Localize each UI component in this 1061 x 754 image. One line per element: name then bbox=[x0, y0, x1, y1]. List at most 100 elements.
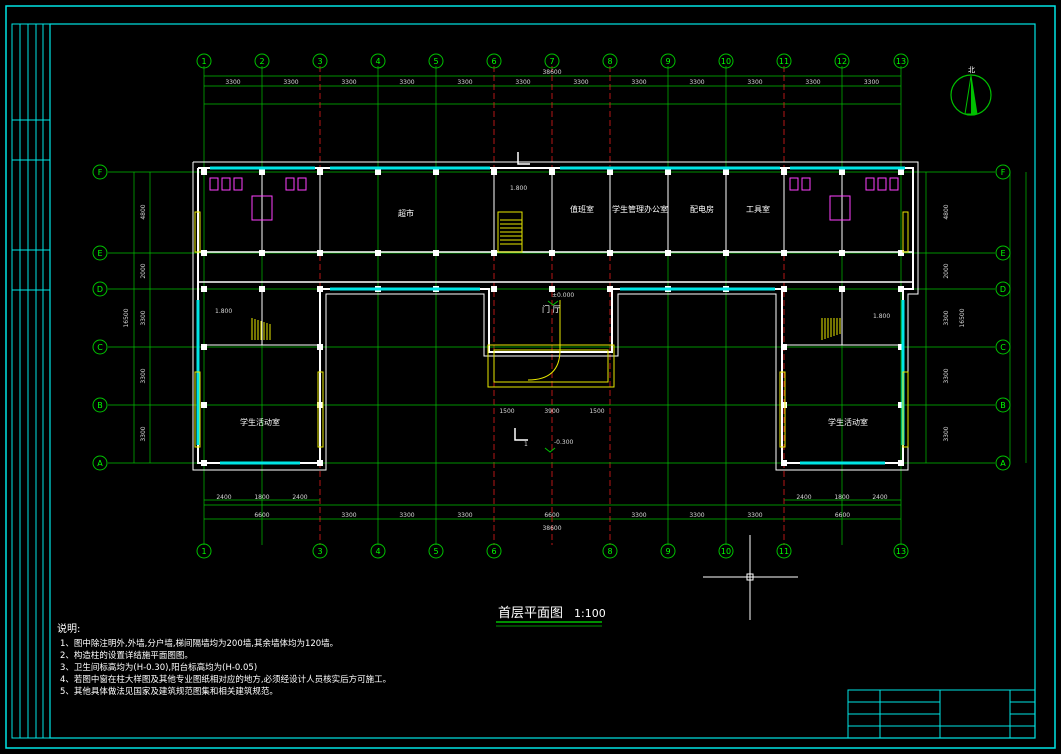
axis-bubble-bottom: 4 bbox=[370, 543, 386, 559]
dim-top-span: 3300 bbox=[573, 79, 588, 86]
column-block bbox=[433, 250, 439, 256]
axis-bubble-top: 13 bbox=[893, 53, 909, 69]
note-line: 1、图中除注明外,外墙,分户墙,梯间隔墙均为200墙,其余墙体均为120墙。 bbox=[60, 638, 338, 649]
dim-bottom-span: 3300 bbox=[399, 512, 414, 519]
dim-bottom-small: 1800 bbox=[254, 494, 269, 501]
axis-label-row: F bbox=[1001, 168, 1006, 177]
column-block bbox=[433, 169, 439, 175]
dim-total-bottom: 38600 bbox=[542, 525, 561, 532]
notes-list: 1、图中除注明外,外墙,分户墙,梯间隔墙均为200墙,其余墙体均为120墙。2、… bbox=[60, 638, 391, 697]
column-block bbox=[781, 344, 787, 350]
dim-bottom-small: 2400 bbox=[872, 494, 887, 501]
elev-outside: -0.300 bbox=[554, 439, 574, 446]
axis-label-bottom: 1 bbox=[201, 547, 206, 556]
dim-top-span: 3300 bbox=[747, 79, 762, 86]
axis-label-top: 2 bbox=[259, 57, 264, 66]
columns-and-stairs bbox=[194, 211, 909, 448]
axis-bubble-row: D bbox=[92, 281, 108, 297]
axis-label-bottom: 6 bbox=[491, 547, 496, 556]
dim-left-span: 2000 bbox=[140, 263, 147, 278]
dim-bottom-span: 3300 bbox=[341, 512, 356, 519]
axis-label-top: 5 bbox=[433, 57, 438, 66]
column-block bbox=[781, 250, 787, 256]
axis-bubble-bottom: 6 bbox=[486, 543, 502, 559]
column-block bbox=[375, 169, 381, 175]
elev-stair-left: 1.800 bbox=[215, 308, 232, 315]
dim-top-span: 3300 bbox=[457, 79, 472, 86]
dim-right-span: 2000 bbox=[943, 263, 950, 278]
dim-lobby: 1500 bbox=[499, 408, 514, 415]
axis-label-top: 8 bbox=[607, 57, 612, 66]
axis-label-row: E bbox=[1000, 249, 1005, 258]
dim-top-span: 3300 bbox=[515, 79, 530, 86]
dimension-lines bbox=[133, 75, 1027, 520]
dimension-labels: 38600 3300 3300 3300 3300 3300 3300 3300 3300 330… bbox=[123, 69, 966, 532]
column-block bbox=[549, 286, 555, 292]
binding-strip bbox=[11, 23, 51, 739]
axis-label-row: C bbox=[1000, 343, 1006, 352]
column-block bbox=[898, 169, 904, 175]
axis-bubble-bottom: 11 bbox=[776, 543, 792, 559]
axis-bubble-top: 8 bbox=[602, 53, 618, 69]
dim-bottom-small: 2400 bbox=[796, 494, 811, 501]
axis-label-top: 12 bbox=[837, 57, 847, 66]
axis-bubble-top: 9 bbox=[660, 53, 676, 69]
axis-bubble-row: D bbox=[995, 281, 1011, 297]
column-block bbox=[491, 250, 497, 256]
axis-label-bottom: 8 bbox=[607, 547, 612, 556]
dim-bottom-small: 2400 bbox=[216, 494, 231, 501]
dim-top-span: 3300 bbox=[631, 79, 646, 86]
dim-total-top: 38600 bbox=[542, 69, 561, 76]
axis-bubble-bottom: 13 bbox=[893, 543, 909, 559]
axis-label-top: 6 bbox=[491, 57, 496, 66]
section-mark-label: 1 bbox=[524, 441, 528, 448]
axis-bubble-top: 2 bbox=[254, 53, 270, 69]
axis-label-row: A bbox=[1000, 459, 1006, 468]
dim-bottom-span: 6600 bbox=[835, 512, 850, 519]
dim-left-span: 3300 bbox=[140, 310, 147, 325]
dim-top-span: 3300 bbox=[283, 79, 298, 86]
axis-label-row: F bbox=[98, 168, 103, 177]
dim-bottom-span: 6600 bbox=[544, 512, 559, 519]
dim-right-span: 3300 bbox=[943, 310, 950, 325]
room-supermarket: 超市 bbox=[398, 208, 414, 218]
room-tools: 工具室 bbox=[746, 204, 770, 214]
axis-bubble-row: E bbox=[995, 245, 1011, 261]
note-line: 4、若图中窗在柱大样图及其他专业图纸相对应的地方,必须经设计人员核实后方可施工。 bbox=[60, 674, 391, 685]
dim-bottom-small: 1800 bbox=[834, 494, 849, 501]
dim-top-span: 3300 bbox=[225, 79, 240, 86]
axis-bubble-bottom: 9 bbox=[660, 543, 676, 559]
column-block bbox=[898, 286, 904, 292]
axis-label-bottom: 3 bbox=[317, 547, 322, 556]
axis-label-row: E bbox=[97, 249, 102, 258]
drawing-scale: 1:100 bbox=[574, 607, 606, 620]
dim-left-total: 16500 bbox=[123, 308, 130, 327]
axis-bubble-top: 4 bbox=[370, 53, 386, 69]
axis-bubble-row: B bbox=[92, 397, 108, 413]
crosshair-cursor bbox=[703, 535, 798, 620]
dim-left-span: 4800 bbox=[140, 204, 147, 219]
dim-left-span: 3300 bbox=[140, 426, 147, 441]
axis-bubble-bottom: 8 bbox=[602, 543, 618, 559]
dim-bottom-small: 2400 bbox=[292, 494, 307, 501]
dim-lobby: 1500 bbox=[589, 408, 604, 415]
axis-bubble-top: 12 bbox=[834, 53, 850, 69]
axis-label-top: 1 bbox=[201, 57, 206, 66]
dim-right-span: 4800 bbox=[943, 204, 950, 219]
column-block bbox=[317, 250, 323, 256]
svg-text:北: 北 bbox=[968, 66, 975, 74]
column-block bbox=[201, 344, 207, 350]
axis-bubble-bottom: 3 bbox=[312, 543, 328, 559]
axis-bubble-bottom: 10 bbox=[718, 543, 734, 559]
axis-grid bbox=[108, 66, 995, 545]
column-block bbox=[201, 286, 207, 292]
column-block bbox=[898, 250, 904, 256]
column-block bbox=[723, 250, 729, 256]
axis-label-top: 3 bbox=[317, 57, 322, 66]
dim-top-span: 3300 bbox=[805, 79, 820, 86]
elev-stair-right: 1.800 bbox=[873, 313, 890, 320]
axis-bubble-row: F bbox=[995, 164, 1011, 180]
dim-lobby: 3900 bbox=[544, 408, 559, 415]
axis-label-row: C bbox=[97, 343, 103, 352]
